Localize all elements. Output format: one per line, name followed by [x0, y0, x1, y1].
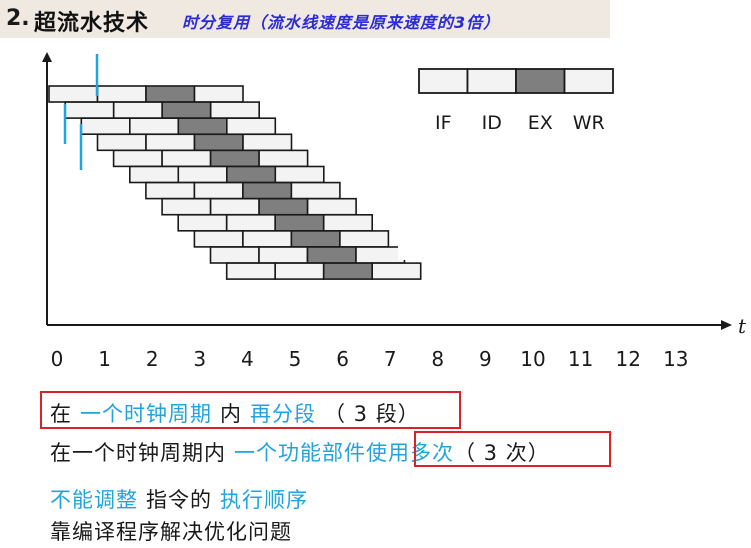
pipeline-cell — [258, 246, 309, 264]
pipeline-cell — [225, 214, 276, 232]
pipeline-cell — [129, 117, 180, 135]
pipeline-cell — [371, 262, 422, 280]
pipeline-cell — [48, 85, 99, 103]
title-bar — [0, 0, 610, 38]
axis-tick-label: 3 — [193, 347, 206, 371]
highlight-box-1 — [40, 391, 461, 429]
axis-tick-label: 5 — [289, 347, 302, 371]
pipeline-cell-ex — [177, 117, 228, 135]
pipeline-cell — [274, 165, 325, 184]
axis-tick-label: 0 — [51, 347, 64, 371]
pipeline-bars — [48, 54, 422, 280]
axis-tick-label: 6 — [336, 347, 349, 371]
highlight-box-2 — [414, 431, 611, 467]
axis-tick-label: 7 — [384, 347, 397, 371]
time-axis-arrow — [721, 320, 732, 330]
legend-cell — [563, 68, 614, 94]
pipeline-cell — [177, 214, 228, 232]
pipeline-cell — [226, 117, 277, 135]
note-text: （ 3 次） — [454, 441, 550, 465]
vertical-axis-arrow — [42, 52, 52, 62]
axis-tick-label: 8 — [431, 347, 444, 371]
pipeline-cell-ex — [258, 197, 309, 216]
legend-cell — [466, 68, 517, 94]
pipeline-cell — [306, 197, 357, 216]
note-text: 在一个时钟周期内 — [50, 441, 226, 465]
pipeline-cell — [290, 181, 341, 200]
note-text: 在 — [50, 402, 72, 426]
pipeline-cell-ex — [274, 214, 325, 232]
axis-tick-label: 11 — [568, 347, 593, 371]
axis-tick-label: 12 — [615, 347, 640, 371]
note-line-4: 靠编译程序解决优化问题 — [50, 520, 292, 544]
note-highlight: 再分段 — [250, 402, 316, 426]
pipeline-cell — [193, 85, 244, 103]
pipeline-cell — [112, 101, 163, 119]
time-axis-label: t — [738, 314, 747, 338]
note-highlight: 不能调整 — [50, 488, 138, 512]
stage-label: IF — [435, 112, 452, 134]
pipeline-cell — [64, 101, 115, 119]
pipeline-cell — [209, 197, 260, 216]
pipeline-cell-ex — [145, 85, 196, 103]
note-highlight: 执行顺序 — [220, 488, 308, 512]
section-title: 超流水技术 — [34, 11, 150, 36]
pipeline-cell — [209, 101, 260, 119]
pipeline-cell — [242, 133, 293, 152]
pipeline-cell — [145, 133, 196, 152]
pipeline-cell — [177, 165, 228, 184]
axis-tick-label: 1 — [98, 347, 111, 371]
pipeline-cell — [258, 149, 309, 168]
section-subtitle-note: 时分复用（流水线速度是原来速度的3倍） — [182, 13, 501, 32]
pipeline-cell-ex — [306, 246, 357, 264]
blank-area — [398, 150, 751, 260]
axis-tick-label: 9 — [479, 347, 492, 371]
note-text: 内 — [220, 402, 242, 426]
axis-tick-label: 10 — [520, 347, 545, 371]
pipeline-cell — [129, 165, 180, 184]
pipeline-cell — [161, 197, 212, 216]
pipeline-cell — [96, 85, 147, 103]
pipeline-cell-ex — [209, 149, 260, 168]
pipeline-cell — [145, 181, 196, 200]
pipeline-cell — [112, 149, 163, 168]
pipeline-cell — [193, 181, 244, 200]
legend-bar: IF ID EX WR — [418, 68, 614, 134]
stage-label: WR — [573, 112, 605, 134]
pipeline-cell-ex — [290, 230, 341, 248]
axis-tick-label: 2 — [146, 347, 159, 371]
pipeline-cell-ex — [242, 181, 293, 200]
pipeline-cell — [209, 246, 260, 264]
axis-tick-label: 4 — [241, 347, 254, 371]
section-number: 2. — [6, 6, 30, 31]
note-line-3: 不能调整指令的执行顺序 — [50, 484, 308, 514]
pipeline-cell — [225, 262, 276, 280]
pipeline-cell — [80, 117, 131, 135]
pipeline-cell — [193, 230, 244, 248]
legend-cell — [418, 68, 469, 94]
pipeline-cell-ex — [226, 165, 277, 184]
note-highlight: 一个时钟周期 — [80, 402, 212, 426]
pipeline-cell — [339, 230, 390, 248]
note-line-1: 在一个时钟周期内再分段 （ 3 段） — [50, 398, 420, 428]
pipeline-cell-ex — [193, 133, 244, 152]
pipeline-cell — [274, 262, 325, 280]
legend-cell — [515, 68, 566, 94]
note-text: （ 3 段） — [324, 402, 420, 426]
note-highlight: 使用多次 — [366, 441, 454, 465]
stage-label: EX — [528, 112, 553, 134]
pipeline-cell — [96, 133, 147, 152]
pipeline-cell-ex — [161, 101, 212, 119]
pipeline-cell-ex — [322, 262, 374, 280]
axis-tick-label: 13 — [663, 347, 688, 371]
pipeline-cell — [161, 149, 212, 168]
note-line-2: 在一个时钟周期内一个功能部件使用多次（ 3 次） — [50, 437, 550, 467]
stage-label: ID — [482, 112, 502, 134]
note-highlight: 一个功能部件 — [234, 441, 366, 465]
pipeline-cell — [322, 214, 374, 232]
note-text: 指令的 — [146, 488, 212, 512]
pipeline-cell — [242, 230, 293, 248]
